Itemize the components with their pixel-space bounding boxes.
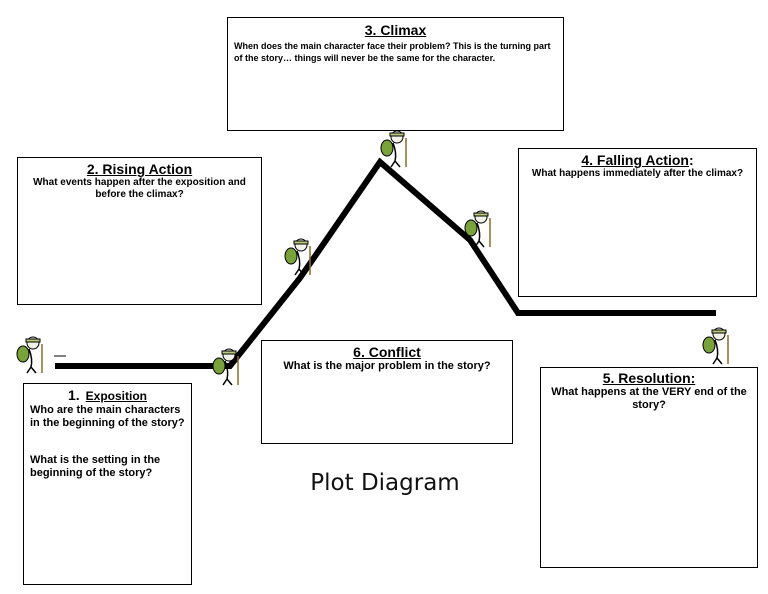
climax-title: 3. Climax [364,22,427,38]
falling-action-title: 4. Falling Action: [581,152,694,168]
conflict-title: 6. Conflict [353,344,421,360]
exposition-question-setting: What is the setting in the beginning of … [30,454,161,479]
rising-action-box: 2. Rising Action What events happen afte… [17,157,262,305]
hiker-icon [16,336,43,374]
hiker-icon [212,348,239,386]
climax-question: When does the main character face their … [234,41,551,63]
conflict-question: What is the major problem in the story? [283,360,491,372]
hiker-icon [702,327,729,365]
exposition-box: 1.Exposition Who are the main characters… [23,383,192,585]
hiker-icon [380,130,407,168]
climax-box: 3. Climax When does the main character f… [227,17,564,131]
resolution-title: 5. Resolution: [602,370,696,386]
rising-action-question: What events happen after the exposition … [33,177,246,200]
hiker-icon [464,210,491,248]
hiker-icon [284,238,311,276]
falling-action-question: What happens immediately after the clima… [531,168,744,179]
page-title: Plot Diagram [310,470,460,496]
resolution-box: 5. Resolution: What happens at the VERY … [540,367,758,568]
story-arc-line [55,157,716,369]
conflict-box: 6. Conflict What is the major problem in… [261,340,513,444]
rising-action-title: 2. Rising Action [86,161,193,177]
falling-action-box: 4. Falling Action: What happens immediat… [518,148,757,297]
exposition-question-characters: Who are the main characters in the begin… [30,404,185,429]
resolution-question: What happens at the VERY end of the stor… [551,386,747,411]
exposition-title: 1.Exposition [67,387,148,403]
